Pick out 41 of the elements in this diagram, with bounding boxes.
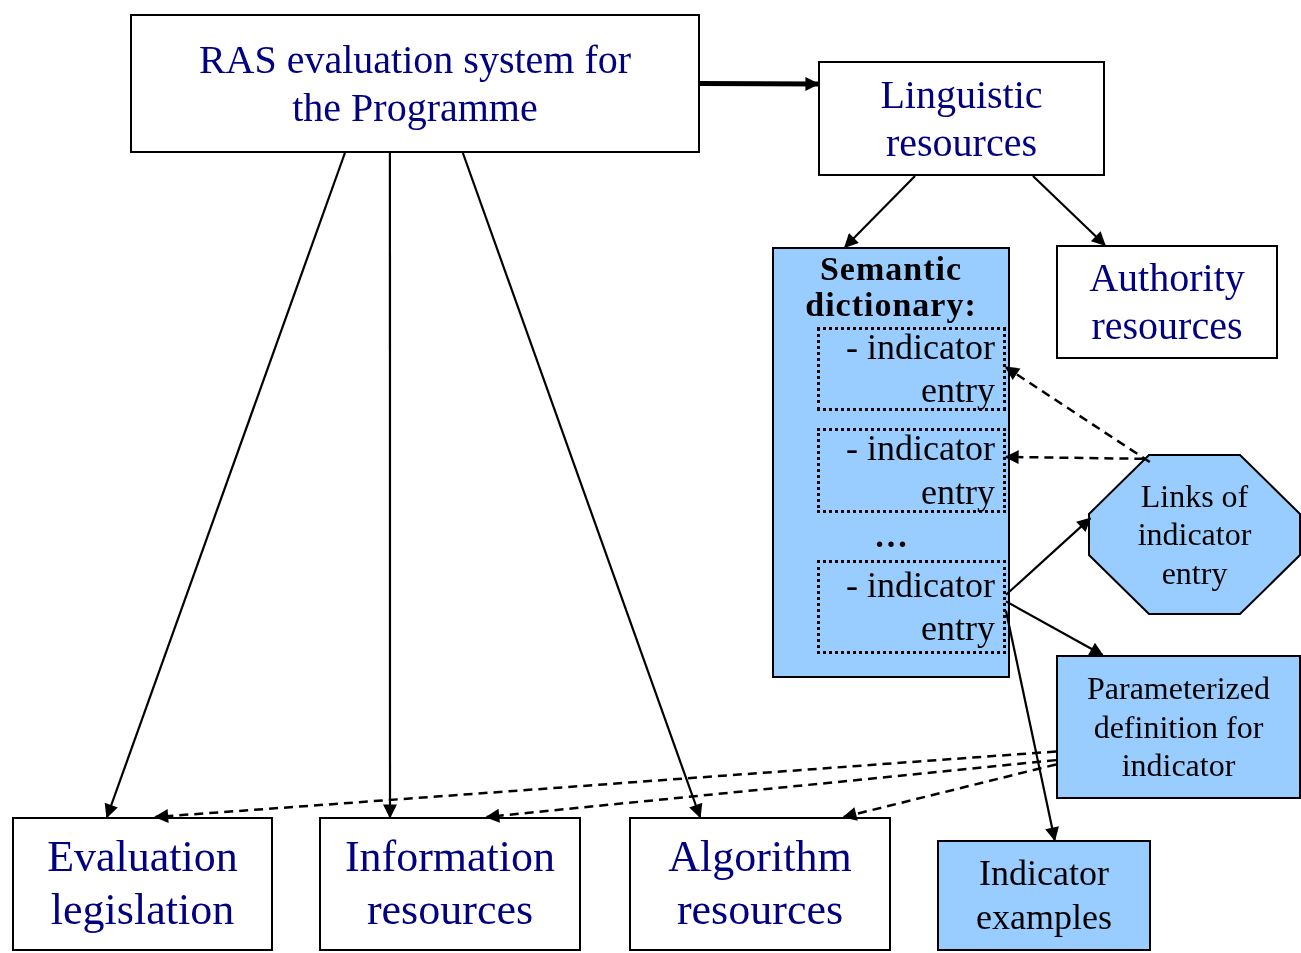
arrow: [1004, 450, 1144, 465]
resource-box: [937, 840, 1151, 951]
links-octagon: [1088, 454, 1301, 615]
node-label: Linguistic resources: [879, 70, 1044, 167]
arrow: [461, 152, 703, 819]
resource-box: [818, 61, 1105, 176]
resource-box: [319, 817, 581, 951]
arrow: [383, 153, 397, 819]
node-label: Parameterized definition for indicator: [1086, 669, 1271, 785]
arrow: [1005, 517, 1092, 596]
node-label: - indicator entry: [845, 427, 995, 514]
ellipsis-text: …: [873, 519, 909, 553]
arrow: [700, 76, 820, 91]
entry-box: [817, 327, 1006, 411]
arrow: [1004, 610, 1059, 842]
resource-box: [629, 817, 891, 951]
system-box: [130, 14, 700, 153]
resource-box: [1056, 655, 1301, 799]
node-label: Links of indicator entry: [1136, 476, 1253, 593]
arrow: [1005, 600, 1104, 656]
entry-box: [817, 428, 1006, 513]
panel-heading: Semantic dictionary:: [804, 251, 978, 323]
node-label: Indicator examples: [975, 852, 1113, 939]
dictionary-panel: [772, 247, 1010, 678]
node-label: RAS evaluation system for the Programme: [197, 35, 633, 132]
arrow: [1032, 175, 1106, 246]
arrow: [154, 750, 1057, 824]
arrow: [485, 758, 1057, 823]
node-label: - indicator entry: [845, 563, 995, 650]
node-label: Authority resources: [1088, 254, 1246, 350]
node-label: Evaluation legislation: [46, 831, 239, 936]
entry-box: [817, 560, 1006, 654]
arrow: [842, 763, 1057, 821]
arrow: [844, 175, 916, 248]
node-label: - indicator entry: [845, 325, 995, 412]
resource-box: [12, 817, 273, 951]
resource-box: [1056, 245, 1278, 359]
arrow: [1004, 366, 1151, 464]
arrow: [104, 152, 346, 819]
node-label: Information resources: [343, 831, 557, 936]
node-label: Algorithm resources: [667, 831, 853, 936]
